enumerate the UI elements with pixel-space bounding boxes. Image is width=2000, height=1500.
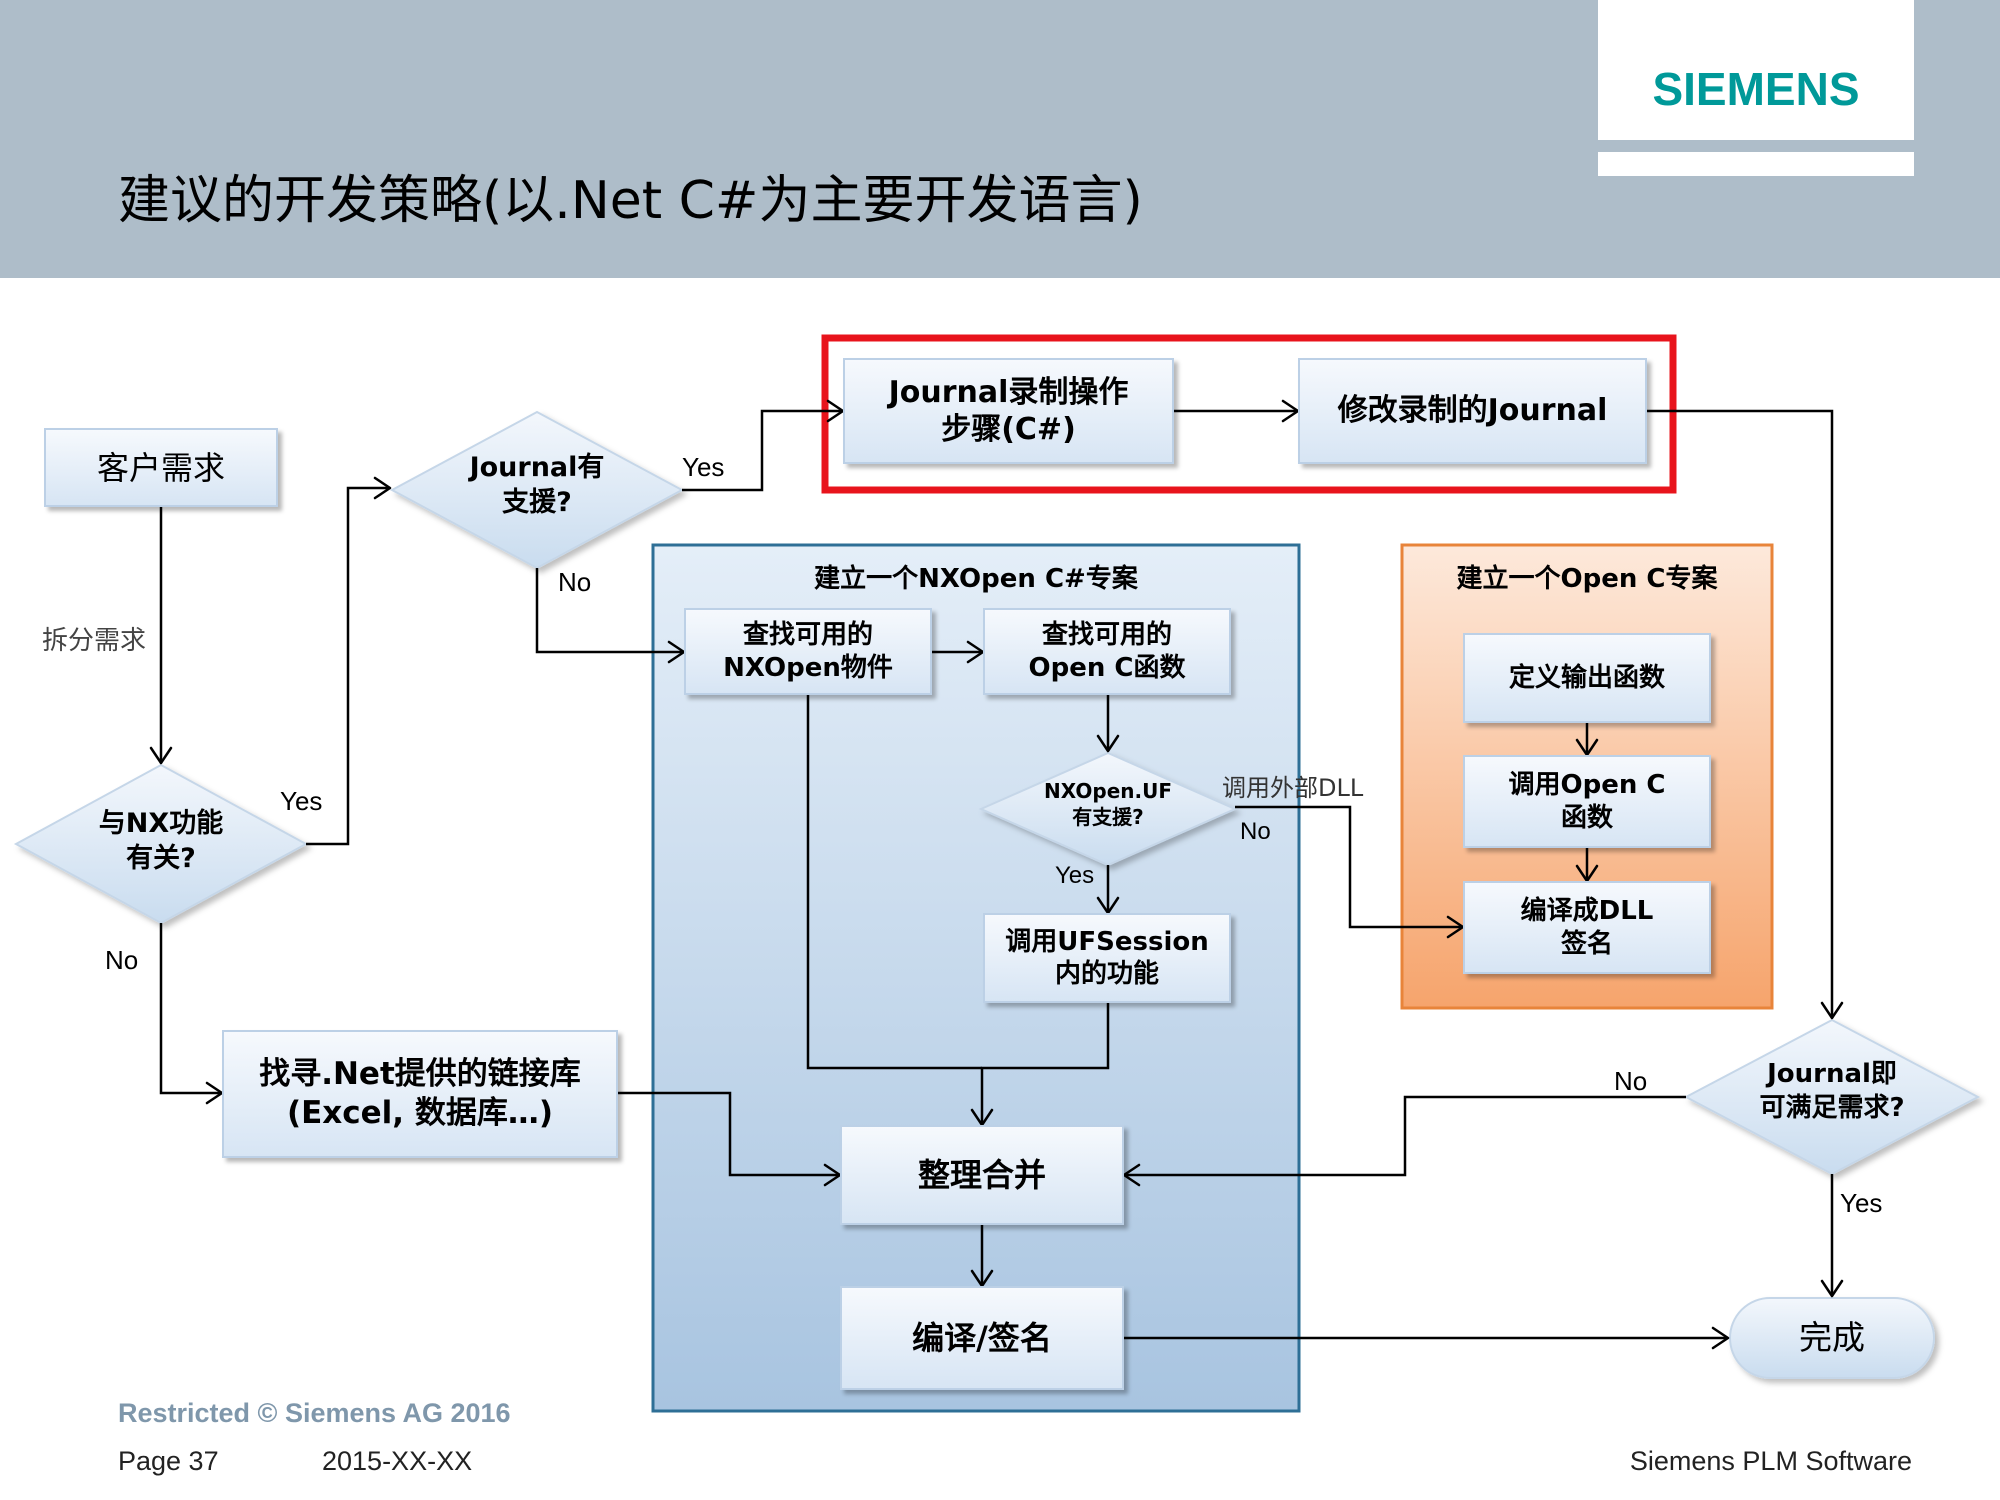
arrowhead [373, 476, 392, 500]
edge-label-yes-sufficient: Yes [1840, 1188, 1883, 1218]
arrowhead [1096, 734, 1120, 753]
nxopen-uf-supported-text: NXOpen.UF 有支援? [1043, 779, 1173, 829]
edge-label-yes-nx: Yes [280, 786, 323, 816]
compile-dll-sign-box: 编译成DLL 签名 [1463, 881, 1711, 974]
edge-uf-no-to-dll [1235, 805, 1463, 929]
footer-company: Siemens PLM Software [1629, 1446, 1912, 1476]
edge-journal-no-to-nxopen [535, 568, 684, 654]
logo-box [1598, 0, 1914, 140]
customer-need-box: 客户需求 [44, 428, 278, 507]
edge-label-yes-journal: Yes [682, 452, 725, 482]
journal-record-box: Journal录制操作 步骤(C#) [843, 358, 1174, 464]
footer-date: 2015-XX-XX [322, 1446, 473, 1476]
edge-ufsession-to-merge [980, 1003, 1110, 1125]
slide-title: 建议的开发策略(以.Net C#为主要开发语言) [118, 171, 1143, 231]
edge-label-yes-uf: Yes [1055, 862, 1095, 889]
nxopen-project-title: 建立一个NXOpen C#专案 [814, 564, 1138, 594]
edge-label-no-journal: No [558, 567, 592, 597]
edge-journal-yes-to-record [682, 409, 843, 492]
nx-related-text: 与NX功能 有关? [98, 808, 224, 875]
journal-sufficient-text: Journal即 可满足需求? [1759, 1059, 1905, 1123]
edge-label-call-external-dll: 调用外部DLL [1222, 774, 1364, 802]
call-openc-functions-box: 调用Open C 函数 [1463, 755, 1711, 848]
arrowhead [149, 746, 173, 765]
arrowhead [1820, 1279, 1844, 1298]
find-nxopen-objects-box: 查找可用的 NXOpen物件 [684, 608, 932, 695]
edge-nx-no-to-net [159, 923, 222, 1095]
edge-nx-yes-to-journal [306, 486, 390, 846]
journal-highlight-frame [821, 334, 1677, 494]
define-output-functions-box: 定义输出函数 [1463, 633, 1711, 723]
arrowhead [1820, 1001, 1844, 1020]
call-ufsession-box: 调用UFSession 内的功能 [983, 913, 1231, 1003]
edge-label-no-sufficient: No [1614, 1066, 1648, 1096]
journal-supported-text: Journal有 支援? [469, 452, 605, 519]
find-net-library-box: 找寻.Net提供的链接库 (Excel, 数据库…) [222, 1030, 618, 1158]
modify-journal-box: 修改录制的Journal [1298, 358, 1647, 464]
edge-modify-to-sufficient [1647, 409, 1834, 1018]
edge-label-no-uf: No [1240, 818, 1271, 845]
done-text: 完成 [1799, 1318, 1865, 1357]
openc-project-title: 建立一个Open C专案 [1456, 564, 1718, 594]
edge-label-no-nx: No [105, 945, 139, 975]
compile-sign-box: 编译/签名 [840, 1286, 1124, 1390]
merge-box: 整理合并 [840, 1125, 1124, 1225]
arrowhead [1711, 1326, 1730, 1350]
footer-restricted: Restricted © Siemens AG 2016 [118, 1398, 511, 1428]
siemens-logo: SIEMENS [1652, 63, 1860, 115]
edge-sufficient-no-to-merge [1124, 1095, 1686, 1177]
edge-nxopen-to-merge [806, 695, 982, 1070]
logo-strip [1598, 152, 1914, 176]
arrowhead [1122, 1163, 1141, 1187]
edge-net-to-merge [618, 1091, 840, 1177]
edge-label-split-need: 拆分需求 [42, 626, 147, 656]
done-terminator [1729, 1297, 1935, 1379]
footer-page-number: Page 37 [118, 1446, 219, 1476]
find-openc-functions-box: 查找可用的 Open C函数 [983, 608, 1231, 695]
